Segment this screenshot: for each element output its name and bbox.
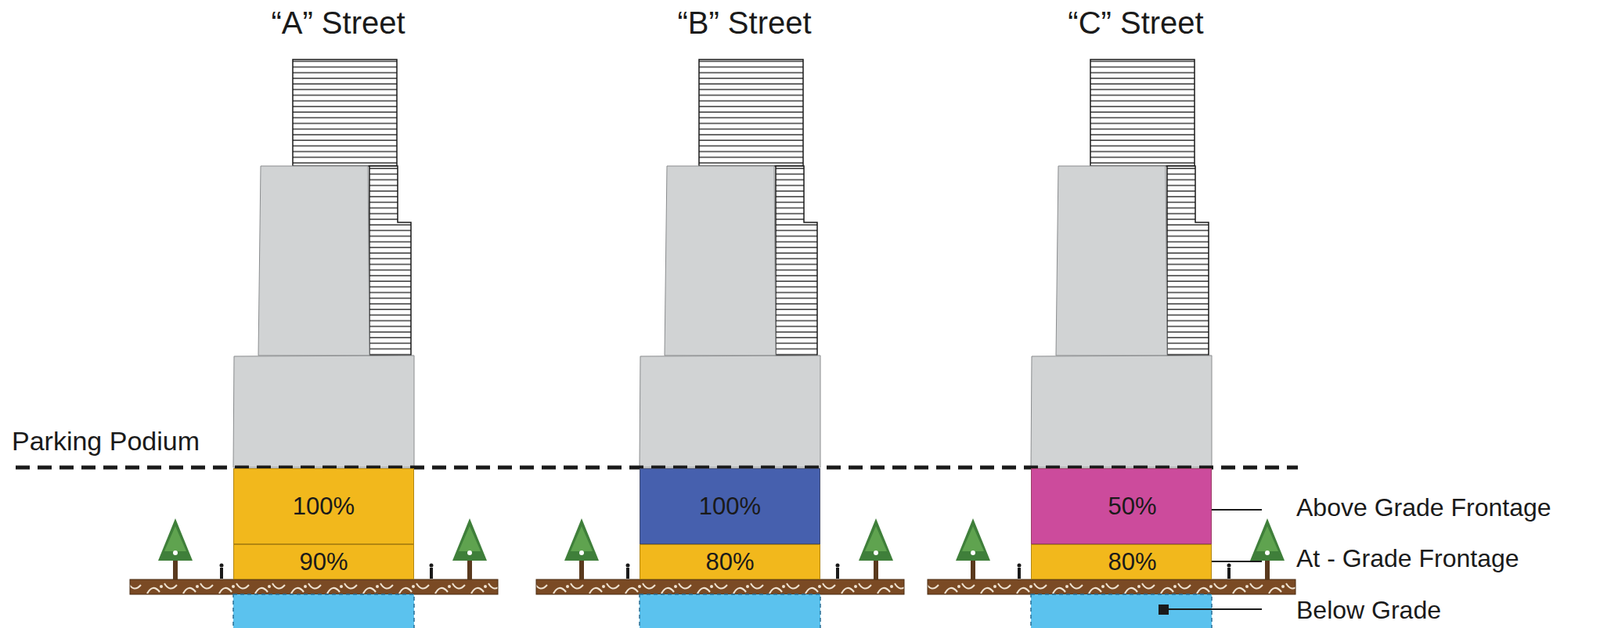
at-grade-frontage-block: 80% (639, 544, 821, 580)
above-grade-frontage-block: 100% (639, 468, 821, 545)
percentage: 90% (299, 547, 348, 577)
street-title: “B” Street (677, 4, 811, 41)
podium-label: Parking Podium (11, 425, 200, 457)
percentage: 50% (1107, 492, 1157, 521)
above-grade-frontage-block: 50% (1030, 468, 1212, 545)
callout-label: At - Grade Frontage (1296, 544, 1520, 573)
at-grade-frontage-block: 90% (233, 544, 415, 580)
above-grade-frontage-block: 100% (233, 468, 415, 545)
percentage: 80% (705, 547, 754, 577)
street-title: “A” Street (270, 4, 405, 41)
street-title: “C” Street (1067, 4, 1204, 41)
percentage: 80% (1107, 547, 1157, 577)
percentage: 100% (699, 492, 761, 521)
callout-label: Above Grade Frontage (1296, 493, 1552, 523)
callout-label: Below Grade (1296, 595, 1442, 625)
at-grade-frontage-block: 80% (1030, 544, 1212, 580)
percentage: 100% (292, 492, 355, 521)
